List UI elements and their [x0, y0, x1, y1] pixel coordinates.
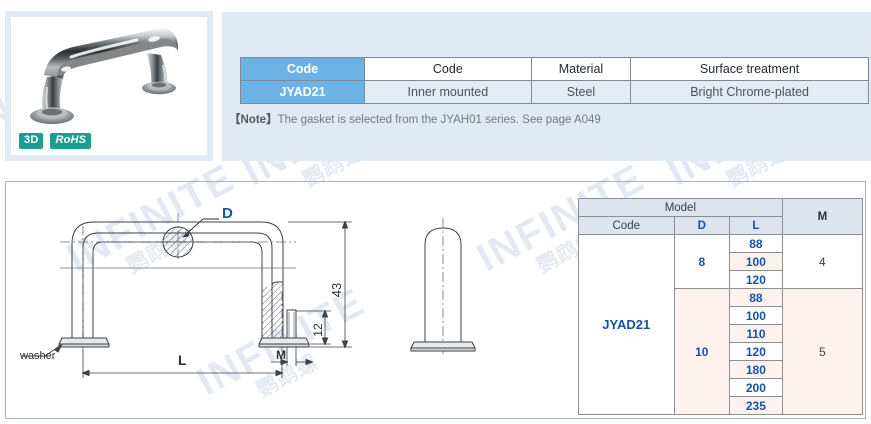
model-table: Model M Code D L JYAD21 8 88 4 100 120 1… — [578, 198, 864, 415]
table-row: 100 — [579, 306, 863, 325]
dimension-label-l: L — [178, 352, 187, 368]
model-header-m: M — [781, 198, 864, 235]
product-photo-panel: 3D RoHS — [5, 11, 213, 161]
model-header-code: Code — [578, 216, 675, 235]
table-row: 100 — [579, 252, 863, 271]
table-row: 180 — [579, 360, 863, 379]
table-row: 10 88 5 — [579, 288, 864, 415]
drawing-panel — [5, 181, 866, 419]
note-label: Note — [240, 114, 267, 126]
3d-badge[interactable]: 3D — [19, 133, 44, 149]
label-washer: washer — [19, 350, 56, 362]
spec-table-header-row: Code Code Material Surface treatment — [240, 57, 869, 81]
dimension-label-43: 43 — [329, 283, 344, 297]
model-m-cell: 5 — [781, 288, 864, 415]
rohs-badge[interactable]: RoHS — [50, 133, 92, 149]
model-code-cell: JYAD21 — [578, 234, 675, 415]
table-row: JYAD21 8 88 4 — [578, 234, 864, 415]
dimension-label-12: 12 — [311, 323, 325, 337]
model-table-header-row: Code D L — [578, 216, 863, 235]
spec-header-material: Material — [530, 57, 632, 81]
badge-group: 3D RoHS — [19, 133, 92, 149]
product-photo — [11, 17, 207, 155]
spec-header-code-key: Code — [240, 57, 365, 81]
model-header-l: L — [729, 216, 783, 235]
spec-header-code: Code — [364, 57, 532, 81]
model-d-cell: 8 — [673, 234, 731, 289]
model-l-cell: 200 — [729, 378, 783, 397]
table-row: 110 — [579, 324, 863, 343]
note-text: The gasket is selected from the JYAH01 s… — [277, 114, 601, 126]
dimension-label-d: D — [222, 205, 233, 222]
model-l-cell: 100 — [729, 252, 783, 271]
model-header-d: D — [673, 216, 731, 235]
model-l-cell: 235 — [729, 396, 783, 415]
spec-table: Code Code Material Surface treatment JYA… — [240, 57, 869, 104]
model-table-body: Model M Code D L JYAD21 8 88 4 100 120 1… — [578, 198, 864, 415]
model-group-header: Model — [578, 198, 783, 217]
table-row: 120 — [579, 270, 863, 289]
note-bracket-open: 【 — [229, 114, 241, 126]
spec-header-surface: Surface treatment — [630, 57, 869, 81]
model-l-cell: 100 — [729, 306, 783, 325]
spec-value-surface: Bright Chrome-plated — [630, 80, 869, 104]
note-bracket-close: 】 — [266, 114, 278, 126]
model-l-cell: 88 — [729, 288, 783, 307]
model-l-cell: 180 — [729, 360, 783, 379]
spec-value-material: Steel — [530, 80, 632, 104]
model-l-cell: 110 — [729, 324, 783, 343]
table-row: 235 — [579, 396, 863, 415]
model-m-cell: 4 — [781, 234, 864, 289]
spec-value-code: JYAD21 — [240, 80, 365, 104]
table-row: 120 — [579, 342, 863, 361]
model-l-cell: 120 — [729, 270, 783, 289]
spec-value-mounting: Inner mounted — [364, 80, 532, 104]
model-table-group-header-row: Model M — [578, 198, 864, 235]
dimension-label-m: M — [276, 348, 286, 362]
model-l-cell: 88 — [729, 234, 783, 253]
table-row: 200 — [579, 378, 863, 397]
model-l-cell: 120 — [729, 342, 783, 361]
model-d-cell: 10 — [673, 288, 731, 415]
spec-table-row: JYAD21 Inner mounted Steel Bright Chrome… — [240, 80, 869, 104]
handle-photo-illustration — [30, 28, 178, 124]
note-line: 【Note】The gasket is selected from the JY… — [229, 111, 601, 127]
